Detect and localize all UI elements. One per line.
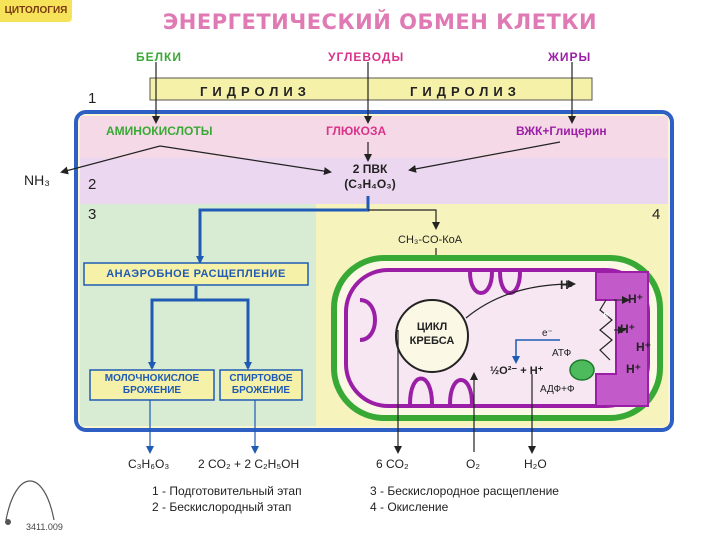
h-plus-2: H⁺ (620, 322, 635, 336)
hydrolysis-strip (149, 77, 593, 101)
source-proteins: БЕЛКИ (136, 50, 182, 64)
pvk-line1: 2 ПВК (352, 162, 388, 176)
lactic-label: МОЛОЧНОКИСЛОЕ БРОЖЕНИЕ (90, 373, 214, 397)
lactic-line2: БРОЖЕНИЕ (122, 385, 182, 396)
h-plus-4: H⁺ (626, 362, 641, 376)
monomer-fatty: ВЖК+Глицерин (516, 124, 607, 138)
acetyl-label: CH₃-CO-КоА (398, 234, 463, 246)
pvk-line2: (C₃H₄O₃) (344, 177, 396, 191)
product-alcohol: 2 CO₂ + 2 C₂H₅OH (198, 457, 300, 471)
adf-label: АДФ+Ф (540, 384, 575, 395)
legend-3: 3 - Бескислородное расщепление (370, 484, 559, 498)
stage-number-1: 1 (88, 90, 97, 107)
crista-4 (408, 376, 434, 405)
decor-dot (5, 519, 11, 525)
hydrolysis-right: ГИДРОЛИЗ (410, 84, 521, 99)
product-co2: 6 CO₂ (376, 457, 409, 471)
anaerobic-box (83, 262, 309, 286)
arrow-electron (512, 339, 560, 364)
legend-4: 4 - Окисление (370, 500, 449, 514)
arrow-nh3 (60, 145, 161, 175)
product-o2: O₂ (466, 457, 480, 471)
crista-2 (468, 271, 494, 295)
stage-number-4: 4 (652, 206, 661, 223)
corner-label: ЦИТОЛОГИЯ (0, 0, 72, 22)
arrow-amino-pvk (159, 145, 332, 176)
h-plus-1: H⁺ (628, 292, 643, 306)
monomer-glucose: ГЛЮКОЗА (326, 124, 387, 138)
chain-e-label: e (603, 310, 609, 321)
monomer-amino: АМИНОКИСЛОТЫ (106, 124, 213, 138)
arrow-pvk-anaerobic (196, 196, 370, 264)
arrow-to-lactic (148, 286, 198, 370)
decor-arc (5, 480, 55, 521)
alcohol-line2: БРОЖЕНИЕ (231, 385, 291, 396)
source-fats: ЖИРЫ (548, 50, 592, 64)
arrow-h-transport (465, 280, 576, 319)
hydrolysis-left: ГИДРОЛИЗ (200, 84, 311, 99)
legend-1: 1 - Подготовительный этап (152, 484, 302, 498)
oxygen-label: ½O²⁻ + H⁺ (490, 365, 544, 377)
h-dot-label: H• (560, 278, 573, 292)
arrow-fats-pvk (408, 141, 561, 173)
krebs-label: ЦИКЛ КРЕБСА (392, 320, 472, 348)
krebs-line1: ЦИКЛ (416, 321, 448, 333)
krebs-line2: КРЕБСА (409, 335, 455, 347)
atp-synthase (569, 359, 595, 381)
h-plus-3: H⁺ (636, 340, 651, 354)
catalog-code: 3411.009 (26, 522, 63, 532)
electron-label: e⁻ (542, 328, 553, 339)
alcohol-label: СПИРТОВОЕ БРОЖЕНИЕ (220, 373, 302, 397)
alcohol-box (219, 369, 303, 401)
legend-2: 2 - Бескислородный этап (152, 500, 292, 514)
anaerobic-label: АНАЭРОБНОЕ РАСЩЕПЛЕНИЕ (106, 268, 286, 280)
arrow-pvk-acetyl (368, 209, 440, 230)
krebs-circle (395, 299, 469, 373)
stage2-band (80, 158, 668, 204)
stage-number-3: 3 (88, 206, 97, 223)
crista-3 (498, 271, 522, 295)
transport-chain (595, 271, 649, 407)
stage-number-2: 2 (88, 176, 97, 193)
electron-zigzag (599, 299, 613, 361)
product-lactic: C₃H₆O₃ (128, 457, 170, 471)
crista-1 (359, 298, 377, 342)
source-carbs: УГЛЕВОДЫ (328, 50, 405, 64)
product-h2o: H₂O (524, 457, 547, 471)
page-title: ЭНЕРГЕТИЧЕСКИЙ ОБМЕН КЛЕТКИ (162, 10, 598, 34)
nh3-label: NH₃ (24, 172, 50, 188)
arrow-to-alcohol (196, 298, 252, 370)
pvk-label: 2 ПВК (C₃H₄O₃) (325, 162, 415, 192)
atf-label: АТФ (552, 348, 572, 359)
alcohol-line1: СПИРТОВОЕ (229, 373, 293, 384)
lactic-line1: МОЛОЧНОКИСЛОЕ (104, 373, 200, 384)
lactic-box (89, 369, 215, 401)
crista-5 (448, 378, 474, 405)
